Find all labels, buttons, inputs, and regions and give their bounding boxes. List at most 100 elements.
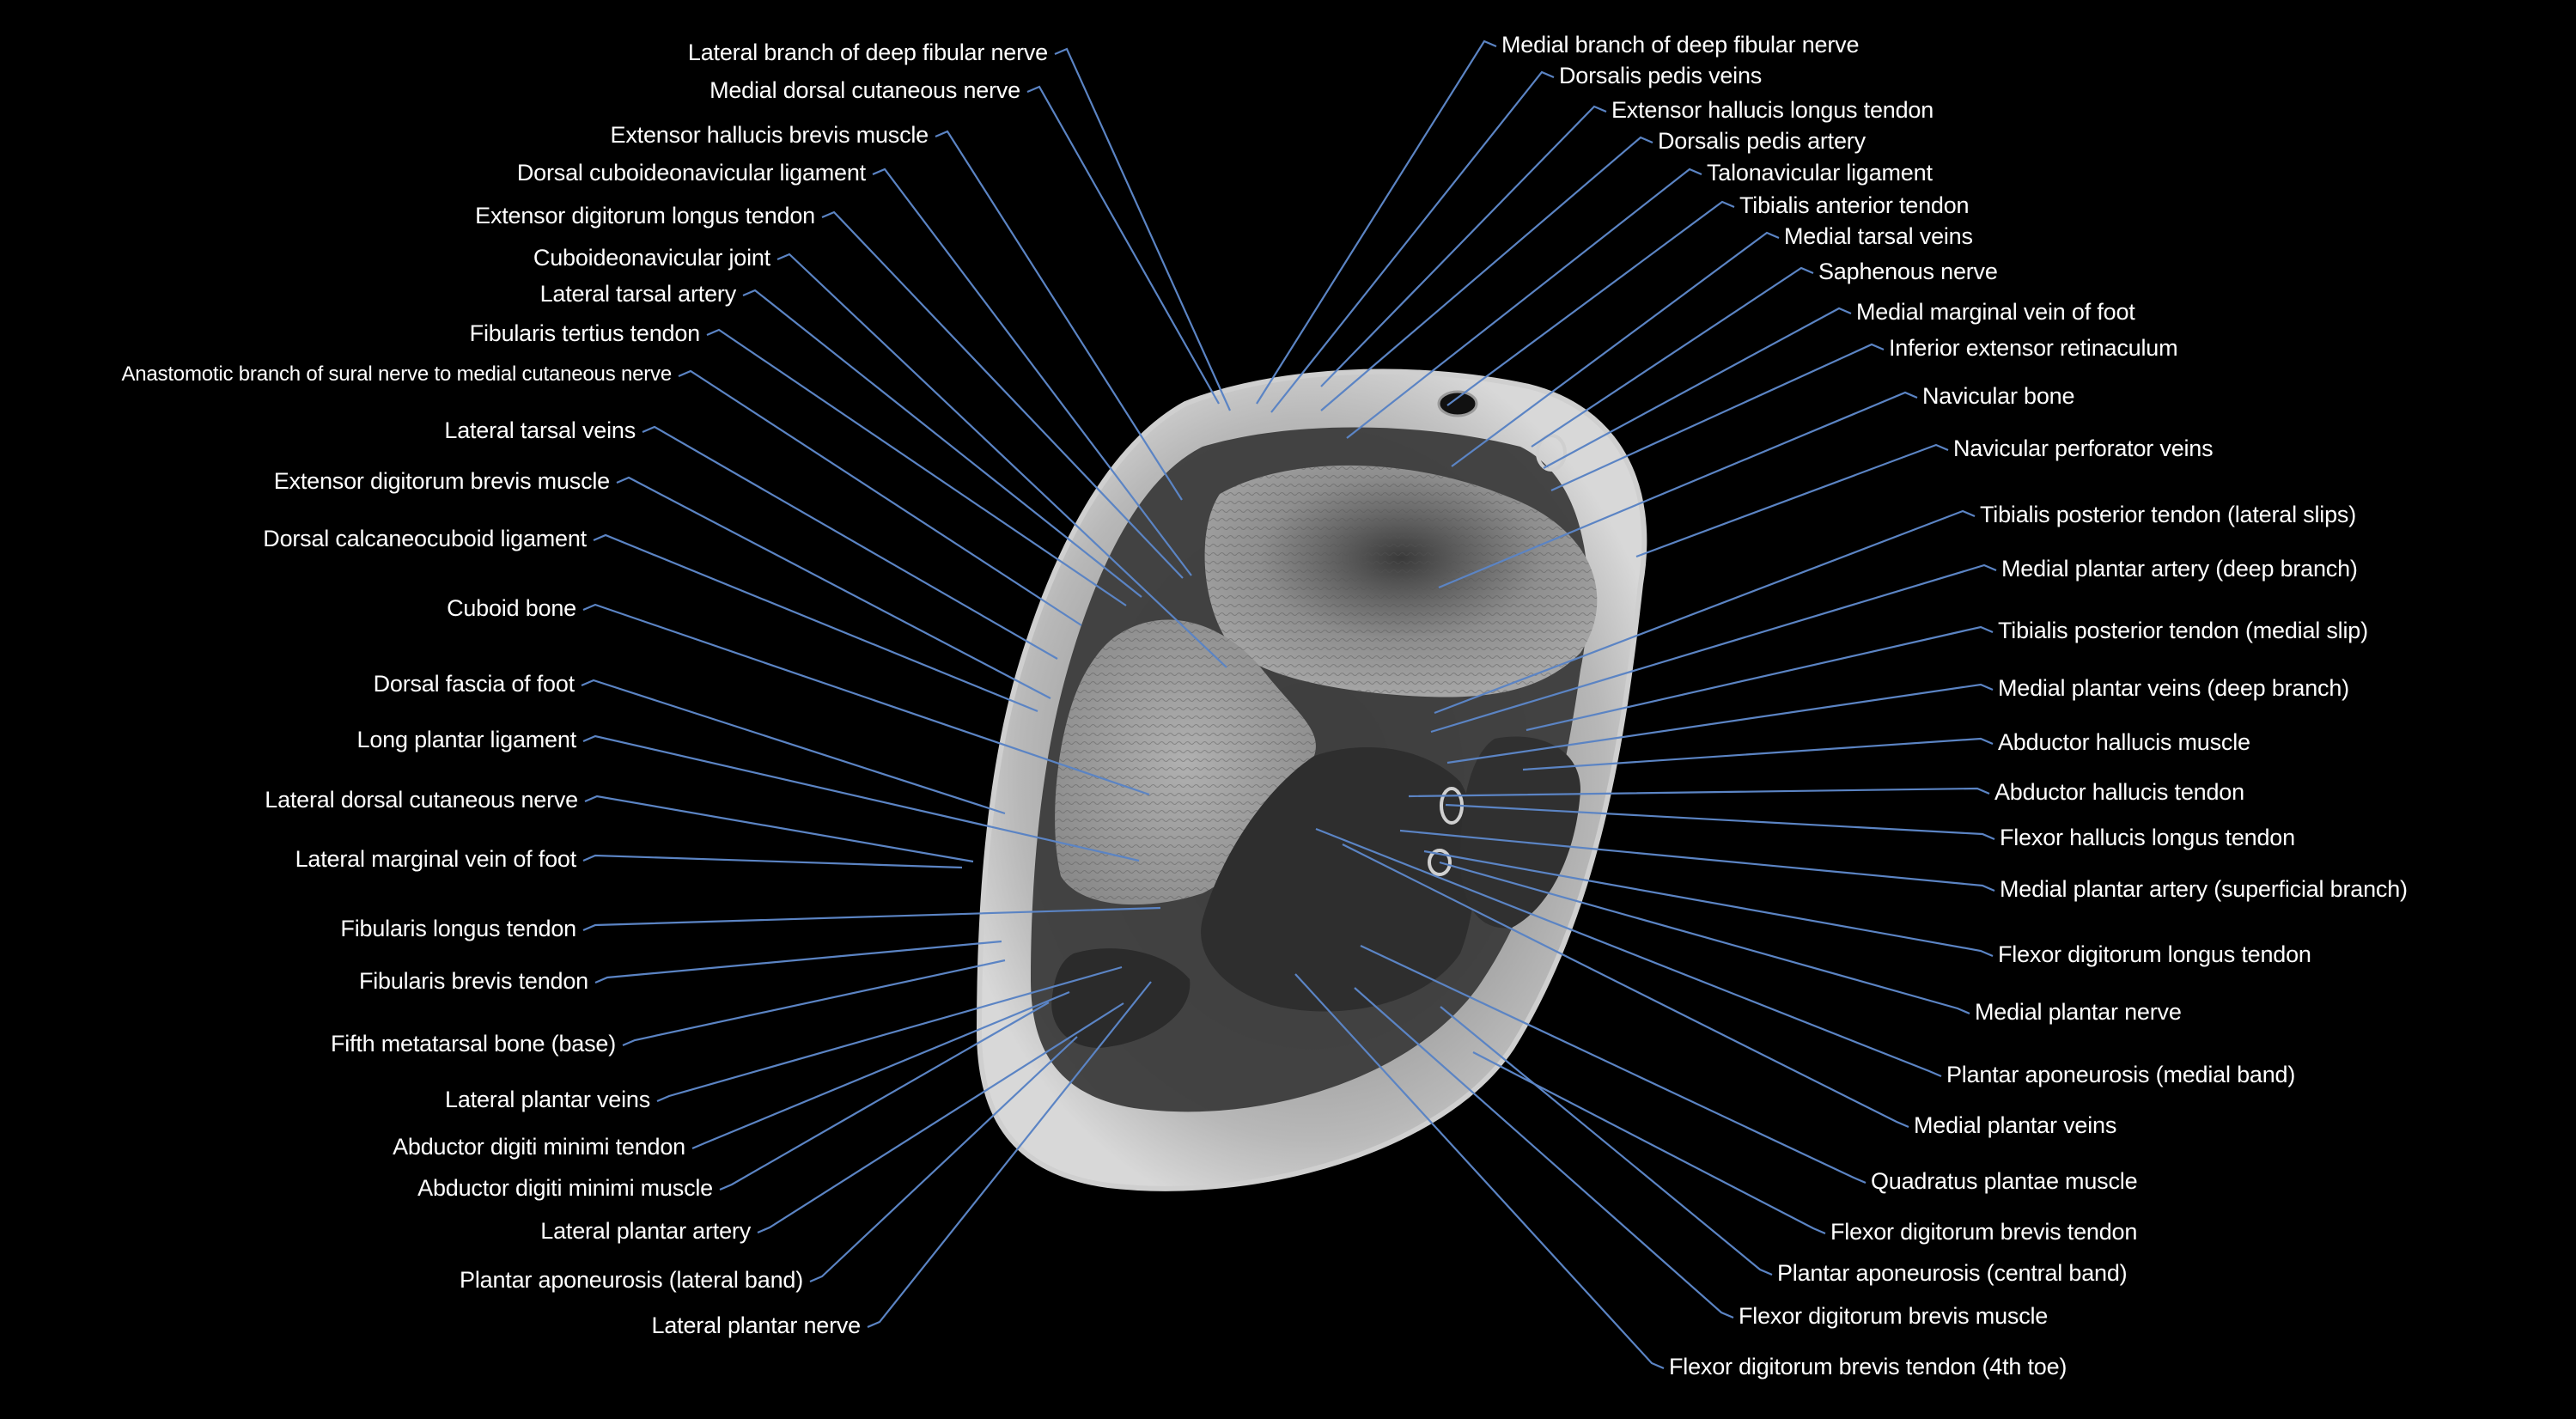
leader-line [706, 328, 1127, 606]
leader-lines [581, 40, 1997, 1370]
label-plantar-aponeurosis-lateral-band: Plantar aponeurosis (lateral band) [460, 1267, 803, 1293]
label-tibialis-posterior-tendon-lateral-slips: Tibialis posterior tendon (lateral slips… [1980, 502, 2356, 527]
label-medial-plantar-nerve: Medial plantar nerve [1975, 999, 2182, 1025]
label-inferior-extensor-retinaculum: Inferior extensor retinaculum [1889, 335, 2178, 361]
leader-line [757, 1002, 1124, 1234]
tendon-ring [1428, 849, 1452, 876]
leader-line [678, 369, 1082, 626]
leader-line [1399, 829, 1995, 892]
label-dorsalis-pedis-artery: Dorsalis pedis artery [1658, 128, 1866, 154]
label-medial-plantar-veins: Medial plantar veins [1914, 1112, 2117, 1138]
label-medial-plantar-veins-deep-branch: Medial plantar veins (deep branch) [1998, 675, 2349, 701]
leader-line [1320, 105, 1607, 387]
leader-line [1360, 945, 1867, 1185]
label-lateral-dorsal-cutaneous-nerve: Lateral dorsal cutaneous nerve [265, 787, 578, 813]
leader-line [1256, 40, 1497, 405]
leader-line [1054, 47, 1232, 411]
label-medial-marginal-vein-of-foot: Medial marginal vein of foot [1856, 299, 2135, 325]
leader-line [593, 533, 1038, 713]
leader-line [1315, 827, 1942, 1078]
label-plantar-aponeurosis-medial-band: Plantar aponeurosis (medial band) [1946, 1062, 2296, 1087]
label-navicular-perforator-veins: Navicular perforator veins [1953, 435, 2214, 461]
leader-line [1320, 136, 1653, 411]
leader-line [1550, 343, 1885, 492]
label-talonavicular-ligament: Talonavicular ligament [1707, 160, 1933, 186]
leader-line [1342, 843, 1909, 1129]
leader-line [1270, 70, 1555, 413]
label-tibialis-posterior-tendon-medial-slip: Tibialis posterior tendon (medial slip) [1998, 618, 2368, 643]
label-abductor-digiti-minimi-muscle: Abductor digiti minimi muscle [417, 1175, 713, 1201]
quadratus-plantae-shape [1201, 747, 1477, 1012]
leader-line [821, 210, 1184, 579]
label-dorsalis-pedis-veins: Dorsalis pedis veins [1559, 63, 1763, 88]
leader-line [1346, 167, 1702, 439]
leader-line [1440, 1006, 1773, 1276]
label-flexor-digitorum-brevis-muscle: Flexor digitorum brevis muscle [1739, 1303, 2049, 1329]
leader-line [1445, 803, 1995, 841]
leader-line [1522, 737, 1994, 771]
leader-line [656, 965, 1123, 1103]
leader-line [1543, 307, 1852, 469]
label-saphenous-nerve: Saphenous nerve [1818, 259, 1998, 284]
leader-line [582, 734, 1140, 862]
label-dorsal-fascia-of-foot: Dorsal fascia of foot [373, 671, 575, 697]
leader-line [1294, 973, 1665, 1370]
label-lateral-branch-of-deep-fibular-nerve: Lateral branch of deep fibular nerve [687, 40, 1048, 65]
leader-line [1430, 563, 1997, 734]
label-cuboid-bone: Cuboid bone [447, 595, 576, 621]
leader-line [1438, 391, 1918, 589]
label-extensor-digitorum-brevis-muscle: Extensor digitorum brevis muscle [273, 468, 610, 494]
label-medial-dorsal-cutaneous-nerve: Medial dorsal cutaneous nerve [709, 77, 1020, 103]
leader-line [1026, 85, 1220, 405]
label-abductor-digiti-minimi-tendon: Abductor digiti minimi tendon [393, 1134, 685, 1160]
leader-line [1446, 683, 1994, 764]
leader-line [1472, 1051, 1826, 1235]
leader-line [1434, 509, 1976, 715]
label-navicular-bone: Navicular bone [1922, 383, 2075, 409]
label-plantar-aponeurosis-central-band: Plantar aponeurosis (central band) [1777, 1260, 2128, 1286]
label-abductor-hallucis-muscle: Abductor hallucis muscle [1998, 729, 2250, 755]
tendon-ring [1437, 390, 1478, 417]
leader-line [1635, 443, 1949, 558]
label-lateral-marginal-vein-of-foot: Lateral marginal vein of foot [295, 846, 577, 872]
leader-line [872, 167, 1192, 576]
leader-line [642, 425, 1058, 660]
tendon-ring [1536, 434, 1567, 472]
label-extensor-hallucis-brevis-muscle: Extensor hallucis brevis muscle [610, 122, 929, 148]
abductor-digiti-minimi-shape [1051, 948, 1191, 1048]
leader-line [867, 981, 1152, 1329]
label-fibularis-longus-tendon: Fibularis longus tendon [340, 916, 576, 941]
label-flexor-digitorum-brevis-tendon: Flexor digitorum brevis tendon [1830, 1219, 2138, 1245]
label-dorsal-calcaneocuboid-ligament: Dorsal calcaneocuboid ligament [263, 526, 587, 551]
leader-line [1531, 266, 1814, 448]
label-anastomotic-branch-of-sural-nerve-to-medial-cutaneous-nerve: Anastomotic branch of sural nerve to med… [121, 362, 672, 386]
label-extensor-digitorum-longus-tendon: Extensor digitorum longus tendon [475, 203, 815, 228]
leader-line [581, 679, 1006, 815]
label-tibialis-anterior-tendon: Tibialis anterior tendon [1739, 192, 1970, 218]
leader-line [935, 130, 1183, 501]
label-flexor-hallucis-longus-tendon: Flexor hallucis longus tendon [2000, 825, 2295, 850]
label-medial-plantar-artery-deep-branch: Medial plantar artery (deep branch) [2001, 556, 2358, 582]
leader-line [1408, 787, 1990, 798]
label-cuboideonavicular-joint: Cuboideonavicular joint [533, 245, 770, 271]
label-lateral-tarsal-artery: Lateral tarsal artery [539, 281, 737, 307]
label-medial-branch-of-deep-fibular-nerve: Medial branch of deep fibular nerve [1501, 32, 1860, 58]
leader-line [582, 854, 963, 869]
label-flexor-digitorum-longus-tendon: Flexor digitorum longus tendon [1998, 941, 2311, 967]
label-medial-plantar-artery-superficial-branch: Medial plantar artery (superficial branc… [2000, 876, 2408, 902]
leader-line [776, 253, 1227, 668]
abductor-hallucis-shape [1460, 736, 1580, 929]
label-flexor-digitorum-brevis-tendon-4th-toe: Flexor digitorum brevis tendon (4th toe) [1669, 1354, 2067, 1379]
label-medial-tarsal-veins: Medial tarsal veins [1784, 223, 1973, 249]
leader-line [622, 959, 1006, 1047]
label-fifth-metatarsal-bone-base: Fifth metatarsal bone (base) [330, 1031, 616, 1057]
leader-line [1439, 861, 1970, 1015]
label-fibularis-tertius-tendon: Fibularis tertius tendon [469, 320, 701, 346]
label-lateral-tarsal-veins: Lateral tarsal veins [444, 417, 636, 443]
leader-line [1451, 231, 1780, 467]
leader-line [616, 476, 1051, 699]
label-lateral-plantar-artery: Lateral plantar artery [540, 1218, 751, 1244]
leader-line [1354, 987, 1734, 1319]
